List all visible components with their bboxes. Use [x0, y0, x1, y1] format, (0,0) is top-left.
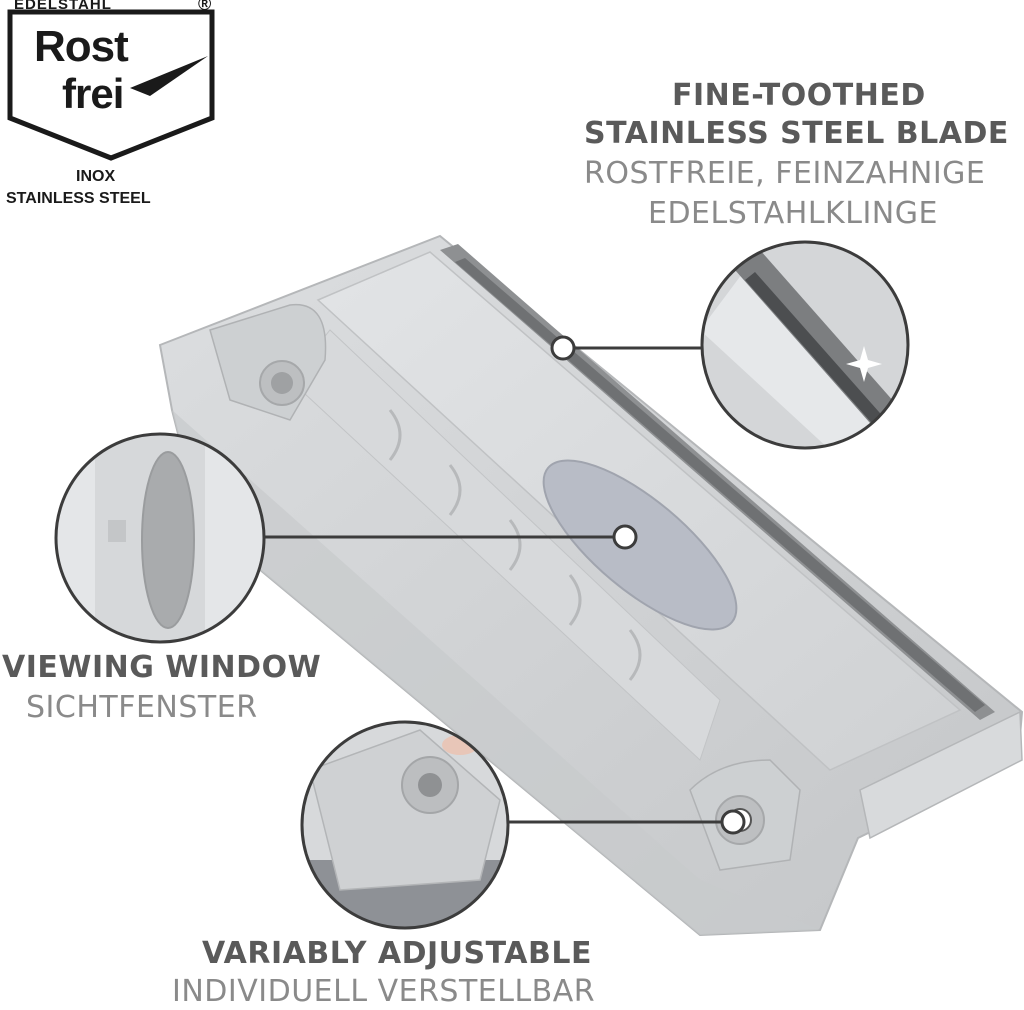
dispenser-tray	[158, 234, 1024, 937]
blade-subtitle-line1: ROSTFREIE, FEINZAHNIGE	[584, 156, 986, 191]
window-detail-zoom	[54, 432, 266, 644]
rostfrei-logo	[7, 9, 215, 161]
logo-top-text: EDELSTAHL	[14, 0, 112, 13]
adjust-subtitle: INDIVIDUELL VERSTELLBAR	[172, 974, 596, 1009]
logo-word-rost: Rost	[34, 22, 129, 71]
blade-title-line1: FINE-TOOTHED	[672, 78, 926, 113]
blade-detail-zoom	[700, 240, 910, 450]
callout-window	[264, 524, 638, 550]
logo-inox: INOX	[76, 168, 116, 185]
window-title: VIEWING WINDOW	[2, 650, 322, 685]
logo-registered-mark: ®	[198, 0, 212, 14]
logo-stainless-steel: STAINLESS STEEL	[6, 190, 151, 207]
adjust-detail-zoom	[300, 720, 510, 930]
window-subtitle: SICHTFENSTER	[26, 690, 258, 725]
blade-subtitle-line2: EDELSTAHLKLINGE	[648, 196, 938, 231]
logo-word-frei: frei	[62, 70, 124, 117]
blade-title-line2: STAINLESS STEEL BLADE	[584, 116, 1009, 151]
callout-adjust	[508, 809, 746, 835]
callout-blade	[550, 335, 702, 361]
adjust-title: VARIABLY ADJUSTABLE	[202, 936, 592, 971]
